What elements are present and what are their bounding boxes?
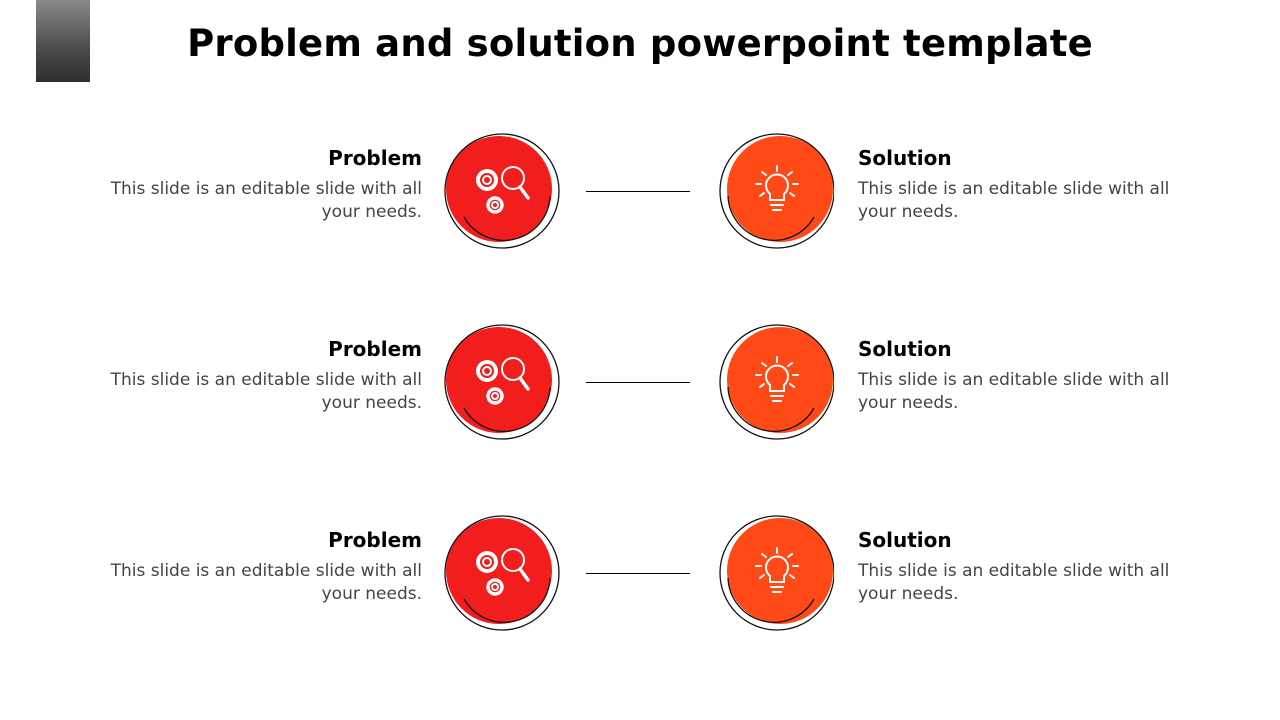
gears-magnifier-icon: [476, 166, 530, 214]
solution-heading: Solution: [858, 146, 952, 170]
solution-description-line: your needs.: [858, 202, 959, 222]
lightbulb-icon: [755, 356, 799, 402]
problem-description: This slide is an editable slide with all…: [102, 178, 422, 224]
solution-text-block: Solution This slide is an editable slide…: [858, 528, 1188, 606]
problem-heading: Problem: [328, 146, 422, 170]
problem-heading: Problem: [328, 528, 422, 552]
problem-badge: [442, 317, 572, 447]
problem-description-line: This slide is an editable slide with all: [110, 370, 422, 390]
problem-description-line: This slide is an editable slide with all: [110, 179, 422, 199]
solution-description-line: This slide is an editable slide with all: [858, 561, 1170, 581]
lightbulb-icon: [755, 165, 799, 211]
problem-heading: Problem: [328, 337, 422, 361]
problem-solution-row: Problem This slide is an editable slide …: [0, 126, 1280, 256]
solution-description: This slide is an editable slide with all…: [858, 560, 1188, 606]
solution-text-block: Solution This slide is an editable slide…: [858, 146, 1188, 224]
connector-line: [586, 573, 690, 574]
gears-magnifier-icon: [476, 357, 530, 405]
problem-badge: [442, 126, 572, 256]
problem-text-block: Problem This slide is an editable slide …: [102, 146, 422, 224]
solution-text-block: Solution This slide is an editable slide…: [858, 337, 1188, 415]
gears-magnifier-icon: [476, 548, 530, 596]
solution-heading: Solution: [858, 337, 952, 361]
problem-description: This slide is an editable slide with all…: [102, 369, 422, 415]
problem-solution-row: Problem This slide is an editable slide …: [0, 317, 1280, 447]
problem-description-line: your needs.: [321, 202, 422, 222]
connector-line: [586, 191, 690, 192]
slide-title: Problem and solution powerpoint template: [187, 22, 1093, 65]
solution-description-line: your needs.: [858, 393, 959, 413]
problem-badge: [442, 508, 572, 638]
problem-description-line: This slide is an editable slide with all: [110, 561, 422, 581]
solution-badge: [704, 317, 835, 447]
solution-description: This slide is an editable slide with all…: [858, 178, 1188, 224]
solution-description-line: This slide is an editable slide with all: [858, 370, 1170, 390]
problem-description-line: your needs.: [321, 393, 422, 413]
solution-badge: [704, 126, 835, 256]
connector-line: [586, 382, 690, 383]
lightbulb-icon: [755, 547, 799, 593]
solution-badge: [704, 508, 835, 638]
problem-solution-row: Problem This slide is an editable slide …: [0, 508, 1280, 638]
problem-description: This slide is an editable slide with all…: [102, 560, 422, 606]
problem-text-block: Problem This slide is an editable slide …: [102, 337, 422, 415]
solution-description: This slide is an editable slide with all…: [858, 369, 1188, 415]
problem-text-block: Problem This slide is an editable slide …: [102, 528, 422, 606]
solution-description-line: your needs.: [858, 584, 959, 604]
solution-heading: Solution: [858, 528, 952, 552]
solution-description-line: This slide is an editable slide with all: [858, 179, 1170, 199]
problem-description-line: your needs.: [321, 584, 422, 604]
corner-accent-bar: [36, 0, 90, 82]
